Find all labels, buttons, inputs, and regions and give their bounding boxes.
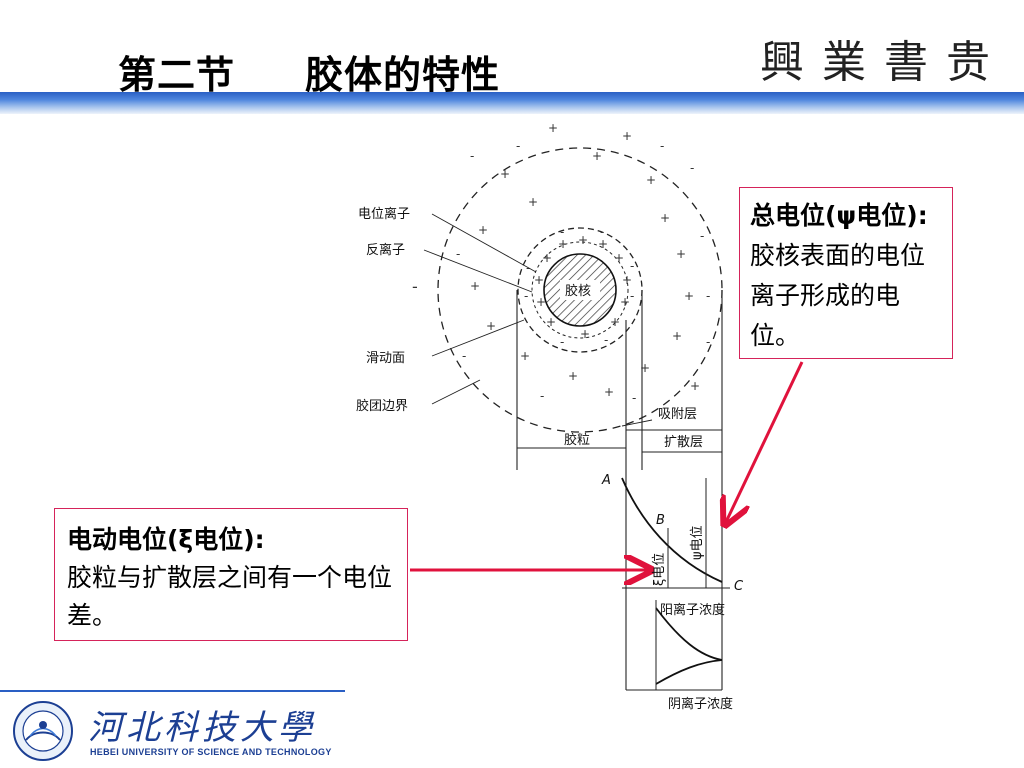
svg-text:-: -: [462, 349, 466, 363]
svg-text:-: -: [630, 289, 634, 303]
footer-divider: [0, 690, 345, 692]
svg-text:+: +: [684, 289, 694, 303]
svg-text:+: +: [672, 329, 682, 343]
university-name-en: HEBEI UNIVERSITY OF SCIENCE AND TECHNOLO…: [90, 747, 332, 757]
svg-text:-: -: [456, 247, 460, 261]
svg-text:-: -: [630, 259, 634, 273]
svg-text:-: -: [560, 225, 564, 239]
svg-text:-: -: [632, 391, 636, 405]
svg-text:-: -: [706, 289, 710, 303]
svg-text:+: +: [580, 327, 590, 341]
svg-text:-: -: [470, 149, 474, 163]
svg-text:-: -: [560, 335, 564, 349]
svg-text:-: -: [524, 289, 528, 303]
label-anion-conc: 阴离子浓度: [668, 696, 733, 712]
svg-text:+: +: [646, 173, 656, 187]
header-bar: [0, 92, 1024, 114]
page-title: 第二节 胶体的特性: [118, 44, 500, 99]
label-slip-surface: 滑动面: [366, 351, 405, 366]
svg-text:-: -: [660, 139, 664, 153]
svg-text:+: +: [470, 279, 480, 293]
label-counter-ion: 反离子: [366, 242, 405, 258]
ion-symbols: + + + + + + + + + + + + - - - - - - - - + + + + + + + + + +…: [412, 121, 710, 405]
total-potential-body: 胶核表面的电位离子形成的电位。: [750, 241, 926, 350]
svg-text:-: -: [516, 139, 520, 153]
svg-text:+: +: [568, 369, 578, 383]
svg-text:+: +: [610, 315, 620, 329]
svg-text:+: +: [528, 195, 538, 209]
zeta-potential-body: 胶粒与扩散层之间有一个电位差。: [67, 563, 393, 630]
svg-text:+: +: [536, 295, 546, 309]
label-potential-ion: 电位离子: [358, 206, 410, 222]
svg-text:+: +: [542, 251, 552, 265]
svg-text:-: -: [412, 277, 418, 296]
svg-text:+: +: [558, 237, 568, 251]
svg-text:-: -: [690, 161, 694, 175]
label-psi-potential: ψ电位: [690, 525, 705, 560]
svg-text:+: +: [520, 349, 530, 363]
zeta-potential-callout: 电动电位(ξ电位): 胶粒与扩散层之间有一个电位差。: [54, 508, 408, 641]
arrow-total: [726, 361, 804, 522]
svg-text:+: +: [676, 247, 686, 261]
label-point-c: C: [734, 579, 744, 594]
total-potential-callout: 总电位(ψ电位): 胶核表面的电位离子形成的电位。: [739, 187, 953, 359]
svg-text:+: +: [500, 167, 510, 181]
svg-text:-: -: [600, 225, 604, 239]
label-cation-conc: 阳离子浓度: [660, 602, 725, 618]
svg-text:+: +: [622, 273, 632, 287]
label-particle: 胶粒: [564, 432, 590, 448]
university-name-cn: 河北科技大學: [88, 708, 316, 748]
label-xi-potential: ξ电位: [652, 553, 667, 586]
svg-text:+: +: [598, 237, 608, 251]
svg-text:+: +: [534, 273, 544, 287]
label-micelle-boundary: 胶团边界: [356, 398, 408, 414]
adsorption-ring: [531, 241, 629, 339]
svg-text:+: +: [604, 385, 614, 399]
label-adsorption-layer: 吸附层: [658, 407, 697, 422]
svg-text:+: +: [592, 149, 602, 163]
svg-text:+: +: [614, 251, 624, 265]
svg-text:+: +: [546, 315, 556, 329]
svg-text:+: +: [578, 233, 588, 247]
svg-text:+: +: [690, 379, 700, 393]
motto-calligraphy: 興業書贵: [760, 37, 1008, 88]
anion-curve: [655, 659, 723, 685]
svg-text:+: +: [548, 121, 558, 135]
svg-text:+: +: [622, 129, 632, 143]
svg-text:-: -: [540, 389, 544, 403]
potential-curve: [621, 477, 723, 583]
zeta-potential-heading: 电动电位(ξ电位):: [67, 525, 265, 554]
label-core: 胶核: [565, 283, 591, 299]
cation-curve: [655, 607, 723, 661]
svg-text:+: +: [620, 295, 630, 309]
svg-text:+: +: [640, 361, 650, 375]
section-number: 第二节: [118, 53, 236, 97]
university-logo-icon: [13, 701, 73, 761]
label-diffusion-layer: 扩散层: [664, 435, 703, 450]
svg-text:-: -: [700, 229, 704, 243]
svg-text:+: +: [478, 223, 488, 237]
section-title: 胶体的特性: [305, 53, 501, 97]
svg-text:+: +: [660, 211, 670, 225]
label-point-b: B: [656, 513, 665, 528]
label-point-a: A: [601, 473, 611, 488]
svg-text:-: -: [706, 335, 710, 349]
svg-text:-: -: [604, 333, 608, 347]
svg-text:+: +: [486, 319, 496, 333]
total-potential-heading: 总电位(ψ电位):: [750, 201, 928, 230]
